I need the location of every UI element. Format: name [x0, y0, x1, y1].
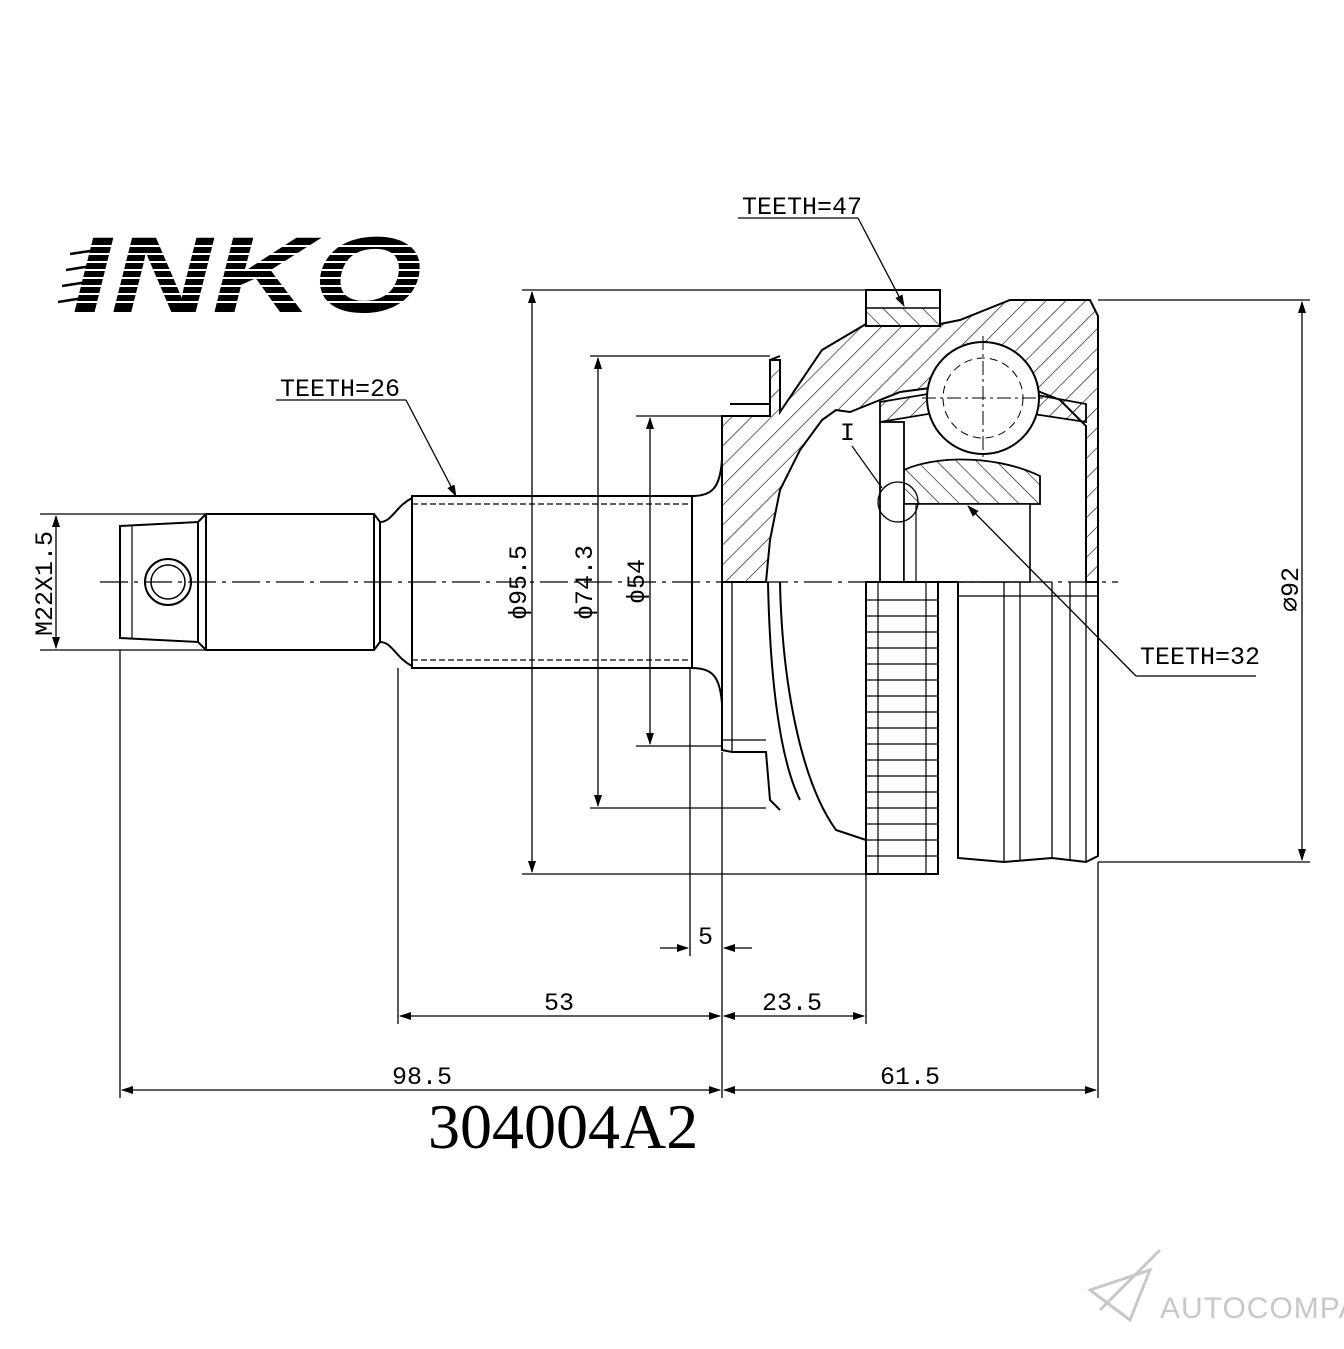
- teeth-47-label: TEETH=47: [742, 193, 862, 222]
- logo-text: INKO: [72, 214, 422, 335]
- teeth-26-label: TEETH=26: [280, 375, 400, 404]
- diameter-92-label: ∅92: [1277, 567, 1306, 612]
- dimension-lines: [40, 217, 1310, 1098]
- length-53-label: 53: [544, 989, 574, 1018]
- inner-joint-section: I: [840, 336, 1087, 583]
- watermark-text: AUTOCOMPAS: [1160, 1292, 1344, 1325]
- abs-ring-teeth: [866, 599, 938, 857]
- diameter-95-5-label: ϕ95.5: [505, 545, 534, 620]
- watermark-logo-icon: [1086, 1248, 1162, 1323]
- length-61-5-label: 61.5: [880, 1063, 940, 1092]
- part-number: 304004A2: [428, 1091, 698, 1162]
- length-98-5-label: 98.5: [392, 1063, 452, 1092]
- diameter-54-label: ϕ54: [623, 559, 652, 604]
- autocompas-watermark: AUTOCOMPAS: [1086, 1248, 1344, 1325]
- detail-label: I: [840, 419, 855, 448]
- length-5-label: 5: [698, 923, 713, 952]
- thread-label: M22X1.5: [31, 531, 60, 636]
- teeth-32-label: TEETH=32: [1140, 643, 1260, 672]
- dimension-labels: TEETH=47 TEETH=26 TEETH=32 ϕ95.5 ϕ74.3 ϕ…: [31, 193, 1306, 1162]
- logo-speed-lines: [57, 246, 111, 304]
- housing-exterior-view: [721, 581, 1099, 875]
- diameter-74-3-label: ϕ74.3: [571, 545, 600, 620]
- shaft: [119, 459, 723, 705]
- length-23-5-label: 23.5: [762, 989, 822, 1018]
- inko-logo: INKO: [57, 214, 430, 335]
